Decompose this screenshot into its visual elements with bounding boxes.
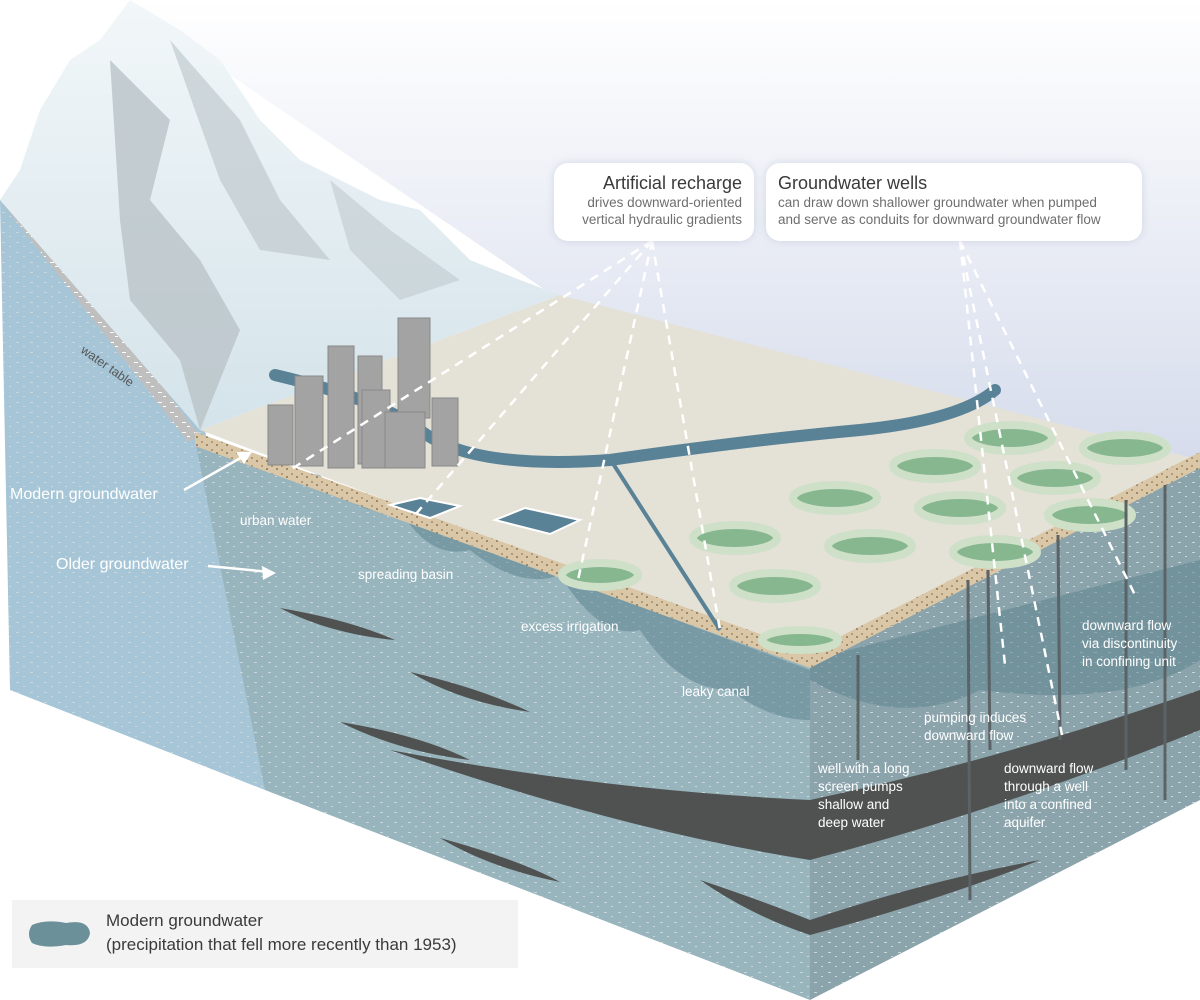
older-groundwater-label: Older groundwater (56, 556, 189, 573)
label-line: into a confined (1004, 797, 1092, 812)
confining-lens (700, 880, 810, 935)
callout-text: can draw down shallower groundwater when… (778, 195, 1097, 210)
recharge-leader-lines (289, 239, 722, 631)
mountain-rock (330, 180, 460, 300)
legend-description: (precipitation that fell more recently t… (106, 935, 457, 954)
arrow-head (236, 452, 252, 464)
leaky-canal-label: leaky canal (682, 684, 750, 699)
label-arrows (183, 454, 271, 574)
callout-text: drives downward-oriented (587, 195, 742, 210)
urban-water-label: urban water (240, 513, 312, 528)
label-line: screen pumps (818, 779, 903, 794)
confining-lens (810, 690, 1200, 860)
confining-lens (410, 672, 530, 712)
irrigation-fields (558, 421, 1171, 654)
leaky-canal-branch (610, 460, 722, 632)
label-line: shallow and (818, 797, 890, 812)
label-line: downward flow (924, 728, 1014, 743)
mountain-rock (110, 60, 240, 430)
confining-lens (810, 860, 1040, 935)
label-line: via discontinuity (1082, 636, 1178, 651)
artificial-recharge-callout: Artificial recharge drives downward-orie… (554, 163, 754, 241)
surface-sediment-front (195, 432, 810, 668)
modern-groundwater-plume-right (810, 560, 1200, 708)
confining-lens (390, 750, 810, 860)
wells-leader-lines (958, 240, 1137, 736)
label-line: deep water (818, 815, 885, 830)
spreading-basin-label: spreading basin (358, 567, 454, 582)
wells (856, 485, 1167, 901)
excess-irrigation-label: excess irrigation (521, 619, 619, 634)
label-line: downward flow (1004, 761, 1094, 776)
city (267, 317, 459, 469)
block-front-face-texture (195, 440, 810, 1000)
label-line: downward flow (1082, 618, 1172, 633)
flow-through-well-label: downward flow through a well into a conf… (1004, 760, 1093, 832)
discontinuity-flow-label: downward flow via discontinuity in confi… (1082, 617, 1177, 671)
label-line: well with a long (818, 761, 910, 776)
callout-text: vertical hydraulic gradients (582, 212, 742, 227)
callout-text: and serve as conduits for downward groun… (778, 212, 1101, 227)
land-surface (200, 295, 1200, 660)
legend: Modern groundwater (precipitation that f… (12, 900, 518, 968)
groundwater-wells-callout: Groundwater wells can draw down shallowe… (766, 163, 1142, 241)
label-line: through a well (1004, 779, 1089, 794)
spreading-basin (491, 506, 584, 536)
legend-title: Modern groundwater (106, 911, 263, 930)
label-line: pumping induces (924, 710, 1027, 725)
long-screen-well-label: well with a long screen pumps shallow an… (818, 760, 910, 832)
callout-title: Artificial recharge (602, 173, 742, 193)
confining-lens (280, 608, 395, 640)
modern-groundwater-label: Modern groundwater (10, 486, 158, 503)
label-line: aquifer (1004, 815, 1046, 830)
modern-groundwater-swatch (29, 921, 90, 947)
arrow-head (262, 566, 276, 580)
confining-lens (340, 722, 470, 760)
confining-lens (440, 838, 560, 882)
modern-groundwater-plume (195, 440, 810, 720)
block-left-face-texture (0, 200, 265, 790)
label-line: in confining unit (1082, 654, 1176, 669)
mountain-rock (170, 40, 330, 260)
pumping-induces-label: pumping induces downward flow (924, 709, 1026, 745)
callout-title: Groundwater wells (778, 173, 928, 193)
